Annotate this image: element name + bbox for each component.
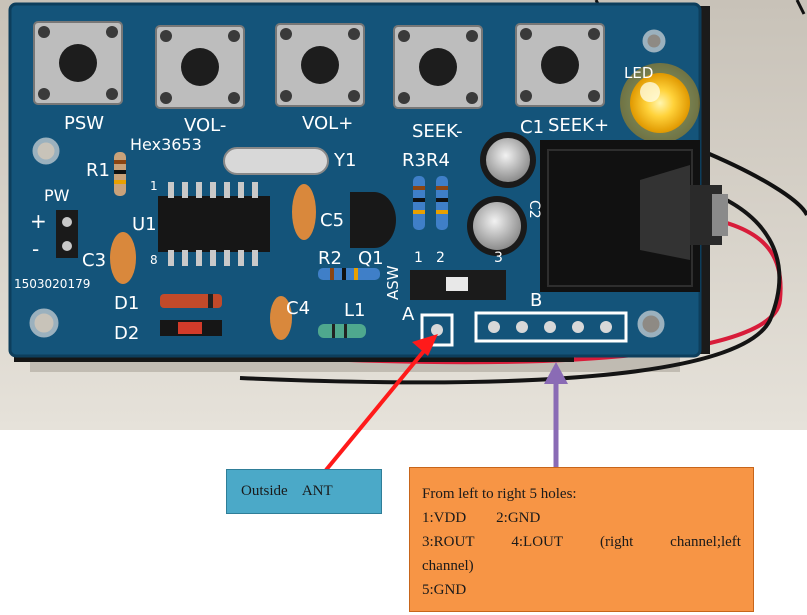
pinout-line-2: 1:VDD 2:GND xyxy=(422,506,741,530)
pinout-vdd: 1:VDD xyxy=(422,510,467,526)
silk-asw: ASW xyxy=(384,265,402,300)
silk-seek-minus: SEEK- xyxy=(412,121,463,142)
holes-arrow xyxy=(544,362,568,468)
silk-y1: Y1 xyxy=(333,150,356,171)
silk-chip-pin1: 1 xyxy=(150,179,158,193)
silk-c3: C3 xyxy=(82,250,106,271)
outside-ant-label: Outside ANT xyxy=(241,483,333,499)
silk-d2: D2 xyxy=(114,323,139,344)
fm-radio-board-photo: PSW VOL- VOL+ SEEK- SEEK+ LED Hex3653 Y1… xyxy=(0,0,807,430)
pinout-line-1: From left to right 5 holes: xyxy=(422,486,577,502)
silk-d1: D1 xyxy=(114,293,139,314)
silk-switch-3: 3 xyxy=(494,250,503,266)
silk-u1: U1 xyxy=(132,214,157,235)
silk-seek-plus: SEEK+ xyxy=(548,115,609,136)
silk-plus: + xyxy=(30,209,47,233)
silk-c1: C1 xyxy=(520,117,544,138)
silk-r1: R1 xyxy=(86,160,110,181)
pinout-lout: 4:LOUT xyxy=(511,534,564,550)
outside-ant-callout: Outside ANT xyxy=(226,469,382,514)
silk-a: A xyxy=(402,304,415,325)
silk-switch-2: 2 xyxy=(436,250,445,266)
tactile-buttons xyxy=(33,21,605,109)
silk-c4: C4 xyxy=(286,298,310,319)
silk-r3r4: R3R4 xyxy=(402,150,450,171)
silk-vol-minus: VOL- xyxy=(184,115,226,136)
silk-psw: PSW xyxy=(64,113,104,134)
silk-r2: R2 xyxy=(318,248,342,269)
silk-vol-plus: VOL+ xyxy=(302,113,353,134)
pinout-line-5: 5:GND xyxy=(422,582,467,598)
silk-pw: PW xyxy=(44,186,70,205)
silk-serial: 1503020179 xyxy=(14,277,90,291)
silk-c2: C2 xyxy=(526,200,542,219)
holes-pinout-callout: From left to right 5 holes: 1:VDD 2:GND 3… xyxy=(409,467,754,612)
pinout-line-4: channel) xyxy=(422,558,474,574)
silk-chip-pin8: 8 xyxy=(150,253,158,267)
silk-c5: C5 xyxy=(320,210,344,231)
silk-q1: Q1 xyxy=(358,248,384,269)
pinout-channel-left: channel;left xyxy=(670,534,741,550)
silk-minus: - xyxy=(32,237,39,261)
pinout-line-3: 3:ROUT 4:LOUT (right channel;left xyxy=(422,530,741,554)
silk-b: B xyxy=(530,290,542,311)
pinout-gnd-2: 2:GND xyxy=(496,510,541,526)
pinout-right: (right xyxy=(599,534,634,550)
silk-switch-1: 1 xyxy=(414,250,423,266)
silk-hex-label: Hex3653 xyxy=(130,135,202,154)
antenna-arrow xyxy=(324,334,438,472)
silk-led: LED xyxy=(624,64,653,82)
pinout-rout: 3:ROUT xyxy=(422,534,475,550)
silk-l1: L1 xyxy=(344,300,365,321)
